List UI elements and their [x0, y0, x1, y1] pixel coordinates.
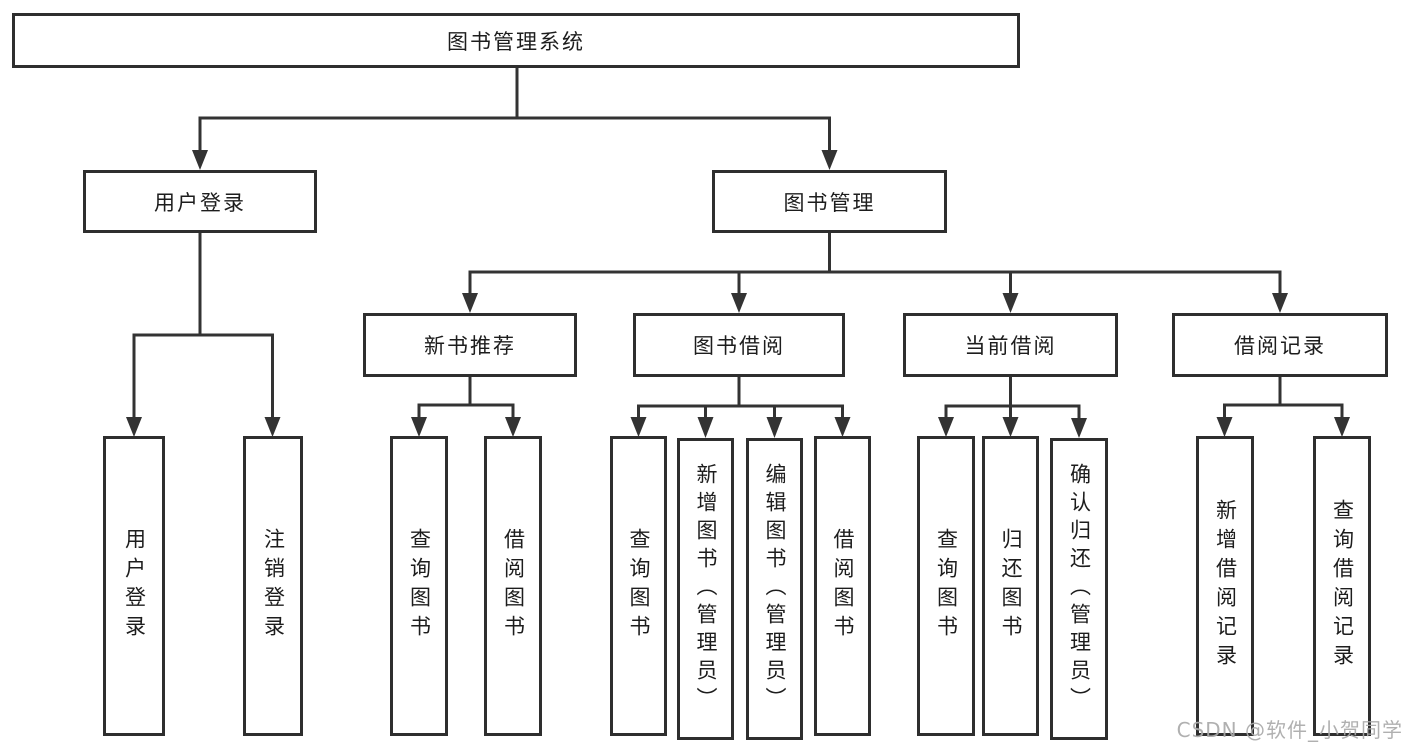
leaf-logout: 注销登录 [243, 436, 303, 736]
leaf-return-book: 归还图书 [982, 436, 1039, 736]
leaf-add-borrow-record: 新增借阅记录 [1196, 436, 1254, 736]
leaf-borrow-books-borrowing: 借阅图书 [814, 436, 871, 736]
node-book-borrowing: 图书借阅 [633, 313, 845, 377]
node-current-borrowing: 当前借阅 [903, 313, 1118, 377]
node-library-system: 图书管理系统 [12, 13, 1020, 68]
node-book-management: 图书管理 [712, 170, 947, 233]
leaf-add-book-admin: 新增图书（管理员） [677, 438, 734, 740]
node-borrowing-records: 借阅记录 [1172, 313, 1388, 377]
leaf-query-books-recommend: 查询图书 [390, 436, 448, 736]
leaf-query-books-borrowing: 查询图书 [610, 436, 667, 736]
leaf-confirm-return-admin: 确认归还（管理员） [1050, 438, 1108, 740]
node-new-book-recommendation: 新书推荐 [363, 313, 577, 377]
watermark: CSDN @软件_小贺同学 [1176, 718, 1403, 742]
leaf-user-login: 用户登录 [103, 436, 165, 736]
leaf-query-borrow-record: 查询借阅记录 [1313, 436, 1371, 736]
leaf-borrow-books-recommend: 借阅图书 [484, 436, 542, 736]
leaf-edit-book-admin: 编辑图书（管理员） [746, 438, 803, 740]
node-user-login: 用户登录 [83, 170, 317, 233]
leaf-query-books-current: 查询图书 [917, 436, 975, 736]
